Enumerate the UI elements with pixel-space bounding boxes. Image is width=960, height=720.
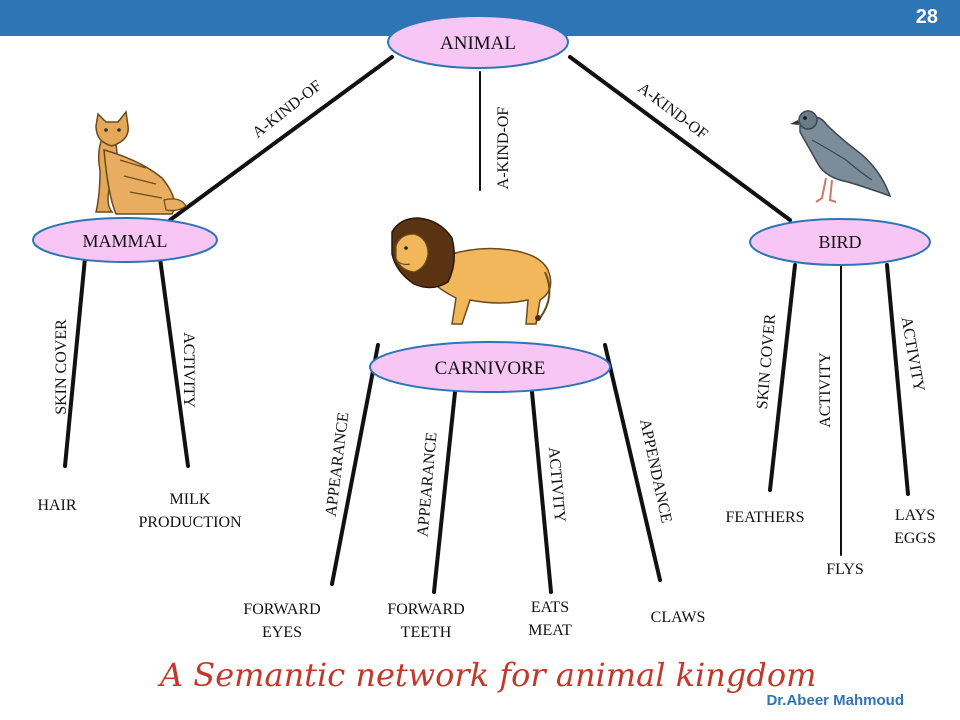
leaf-hair: HAIR xyxy=(37,497,77,514)
edge-label-bird-skin: SKIN COVER xyxy=(754,313,779,410)
leaf-flys: FLYS xyxy=(826,561,864,578)
leaf-feathers: FEATHERS xyxy=(725,509,805,526)
node-carnivore: CARNIVORE xyxy=(369,341,611,393)
edge-mammal-activity xyxy=(158,256,190,468)
edge-carn-appearance-1 xyxy=(330,343,380,586)
edge-mammal-skin xyxy=(63,256,87,468)
node-bird-label: BIRD xyxy=(818,232,861,252)
edge-bird-activity-2 xyxy=(885,263,910,496)
edge-label-carn-appearance-2: APPEARANCE xyxy=(414,432,440,538)
leaf-forward-teeth: FORWARD TEETH xyxy=(387,601,465,642)
node-animal-label: ANIMAL xyxy=(440,33,516,54)
edge-label-mammal-activity: ACTIVITY xyxy=(180,332,197,408)
slide-title: A Semantic network for animal kingdom xyxy=(160,656,817,694)
node-mammal-label: MAMMAL xyxy=(82,231,167,251)
cat-illustration xyxy=(95,110,187,215)
edge-carn-activity xyxy=(530,390,553,594)
edge-label-bird-activity-2: ACTIVITY xyxy=(898,316,928,394)
leaf-eats-meat: EATS MEAT xyxy=(528,599,572,640)
leaf-milk-production: MILK PRODUCTION xyxy=(138,491,242,532)
pigeon-illustration xyxy=(790,110,892,203)
edge-carn-appendance xyxy=(603,343,662,582)
edge-animal-mammal xyxy=(168,55,394,222)
node-animal: ANIMAL xyxy=(387,15,569,69)
leaf-claws: CLAWS xyxy=(650,609,706,626)
slide-number: 28 xyxy=(915,6,938,28)
edge-bird-skin xyxy=(768,263,797,492)
node-mammal: MAMMAL xyxy=(32,217,218,263)
edge-label-bird-activity-1: ACTIVITY xyxy=(817,352,834,428)
edge-label-mammal-skin: SKIN COVER xyxy=(53,319,70,415)
edge-carn-appearance-2 xyxy=(432,390,457,594)
edge-label-animal-carnivore: A-KIND-OF xyxy=(495,107,512,190)
node-carnivore-label: CARNIVORE xyxy=(435,358,546,379)
edge-label-carn-activity: ACTIVITY xyxy=(545,446,569,523)
edge-animal-bird xyxy=(568,55,792,222)
leaf-forward-eyes: FORWARD EYES xyxy=(243,601,321,642)
leaf-lays-eggs: LAYS EGGS xyxy=(894,507,936,548)
node-bird: BIRD xyxy=(749,218,931,266)
lion-illustration xyxy=(391,217,552,325)
author-credit: Dr.Abeer Mahmoud xyxy=(766,692,904,709)
